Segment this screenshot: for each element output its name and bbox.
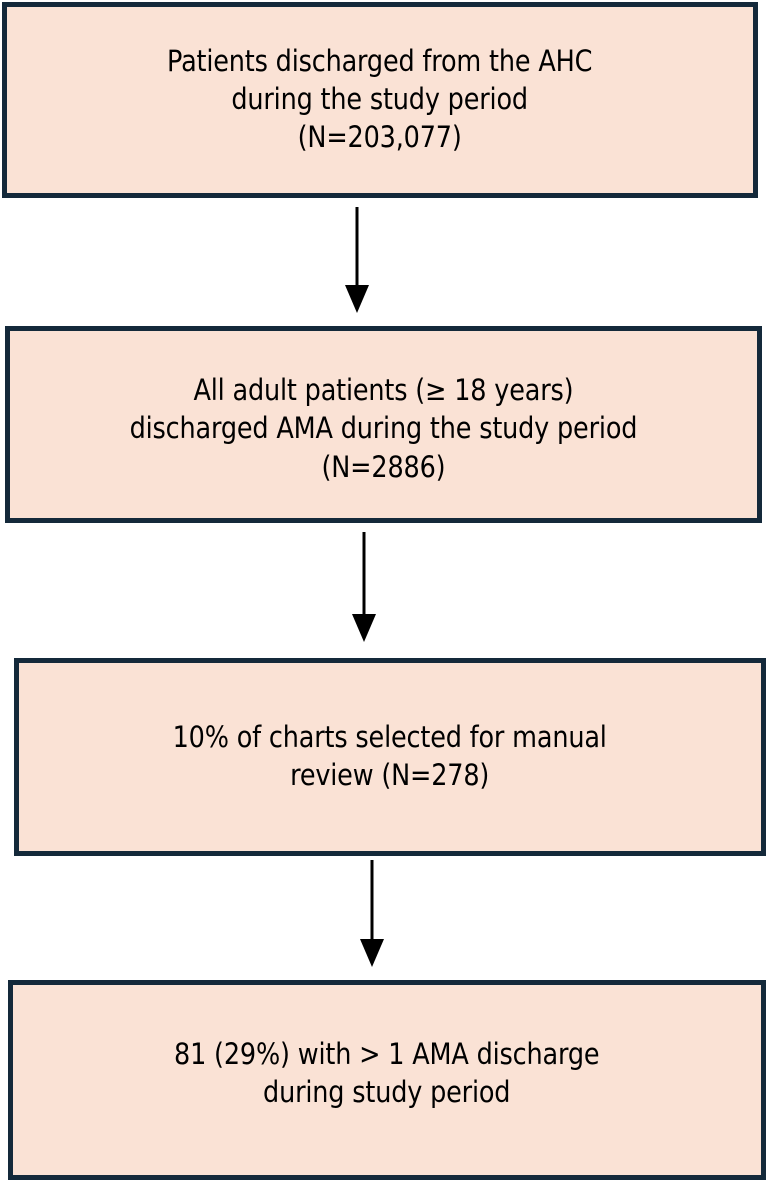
flow-node-cohort-all-discharges: Patients discharged from the AHC during …: [2, 2, 758, 198]
flow-node-cohort-adult-ama-discharges: All adult patients (≥ 18 years) discharg…: [5, 326, 762, 523]
down-arrow-icon: [352, 532, 376, 642]
arrow-node2-to-node3: [337, 530, 397, 645]
arrow-node1-to-node2: [330, 205, 390, 315]
flow-node-cohort-charts-manual-review: 10% of charts selected for manual review…: [14, 658, 766, 856]
flow-node-1-text: Patients discharged from the AHC during …: [167, 43, 593, 155]
flow-node-3-text: 10% of charts selected for manual review…: [172, 719, 608, 792]
flow-node-4-text: 81 (29%) with > 1 AMA discharge during s…: [174, 1036, 600, 1109]
flow-node-outcome-repeat-ama-discharges: 81 (29%) with > 1 AMA discharge during s…: [8, 980, 766, 1180]
flow-node-2-text: All adult patients (≥ 18 years) discharg…: [129, 373, 638, 484]
down-arrow-icon: [345, 207, 369, 313]
arrow-node3-to-node4: [345, 858, 405, 970]
down-arrow-icon: [360, 860, 384, 967]
